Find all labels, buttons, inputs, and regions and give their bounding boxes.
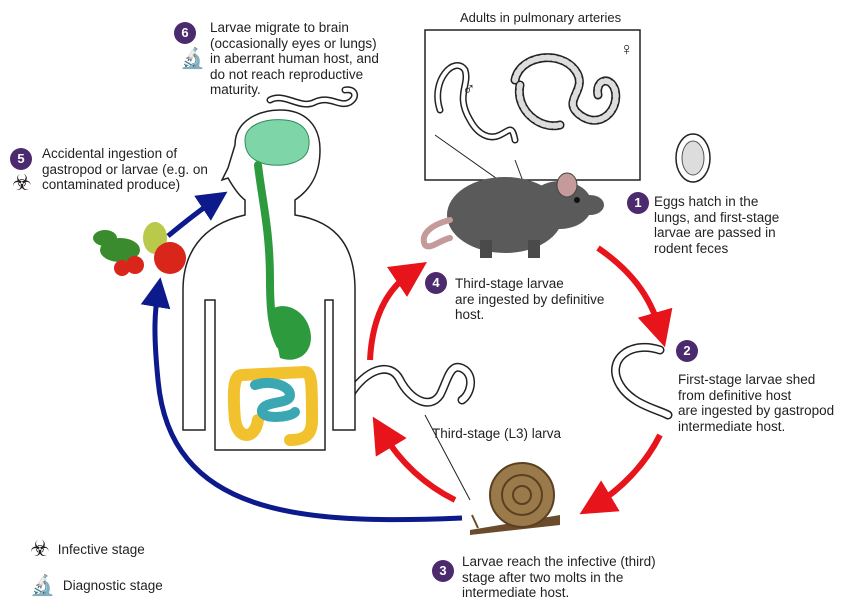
first-stage-larva (616, 347, 668, 415)
arrow-1-to-2 (598, 248, 660, 330)
arrow-3-to-l3 (382, 432, 455, 500)
step-2-text: First-stage larvae shed from definitive … (678, 372, 834, 434)
step-3-text: Larvae reach the infective (third) stage… (462, 554, 656, 601)
microscope-icon: 🔬 (180, 52, 205, 68)
step-5-text: Accidental ingestion of gastropod or lar… (42, 146, 208, 193)
step-6-badge: 6 (174, 22, 196, 44)
step-1-badge: 1 (627, 192, 649, 214)
arrow-produce-to-human (168, 200, 215, 236)
human-figure (183, 110, 355, 450)
step-1-text: Eggs hatch in the lungs, and first-stage… (654, 194, 779, 256)
legend-diagnostic-label: Diagnostic stage (63, 578, 163, 593)
male-symbol: ♂ (462, 82, 476, 98)
biohazard-icon: ☣ (30, 536, 50, 562)
egg-illustration (676, 134, 710, 182)
female-symbol: ♀ (620, 42, 634, 58)
biohazard-icon: ☣ (12, 175, 32, 191)
step-4-text: Third-stage larvae are ingested by defin… (455, 276, 604, 323)
snail-illustration (470, 463, 560, 535)
microscope-icon: 🔬 (30, 573, 55, 598)
arrow-2-to-3 (595, 435, 660, 505)
step-6-text: Larvae migrate to brain (occasionally ey… (210, 20, 379, 98)
legend-infective: ☣ Infective stage (30, 536, 145, 562)
step-2-badge: 2 (676, 340, 698, 362)
step-4-badge: 4 (425, 272, 447, 294)
legend-infective-label: Infective stage (58, 542, 145, 557)
brain (245, 120, 309, 166)
legend-diagnostic: 🔬 Diagnostic stage (30, 573, 163, 598)
l3-larva-label: Third-stage (L3) larva (432, 426, 561, 442)
arrow-l3-to-rat (370, 272, 412, 360)
adults-box-title: Adults in pulmonary arteries (460, 10, 621, 26)
adults-box (425, 30, 640, 200)
rat-illustration (424, 173, 604, 258)
step-5-badge: 5 (10, 148, 32, 170)
step-3-badge: 3 (432, 560, 454, 582)
